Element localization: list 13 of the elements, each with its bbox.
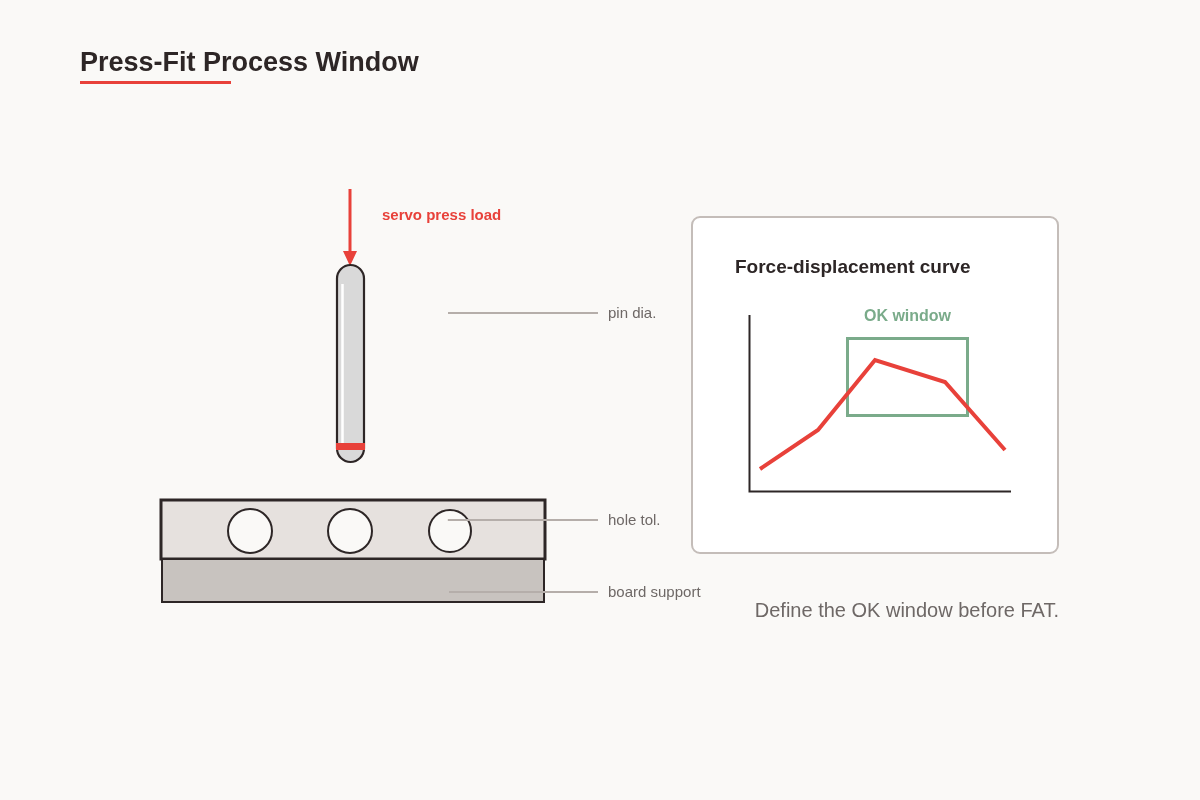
chart-title: Force-displacement curve bbox=[735, 255, 971, 279]
diagram-title: Press-Fit Process Window bbox=[80, 46, 419, 78]
leader-line bbox=[447, 312, 599, 314]
callout-label: board support bbox=[608, 582, 701, 602]
callout-label: pin dia. bbox=[608, 303, 657, 323]
leader-line bbox=[448, 591, 599, 593]
load-label: servo press load bbox=[382, 205, 502, 225]
chart-panel bbox=[691, 216, 1059, 554]
support-plate bbox=[161, 558, 545, 603]
callout-label: hole tol. bbox=[608, 510, 661, 530]
leader-line bbox=[446, 519, 599, 521]
window-label: OK window bbox=[862, 306, 953, 326]
note-text: Define the OK window before FAT. bbox=[754, 598, 1059, 622]
